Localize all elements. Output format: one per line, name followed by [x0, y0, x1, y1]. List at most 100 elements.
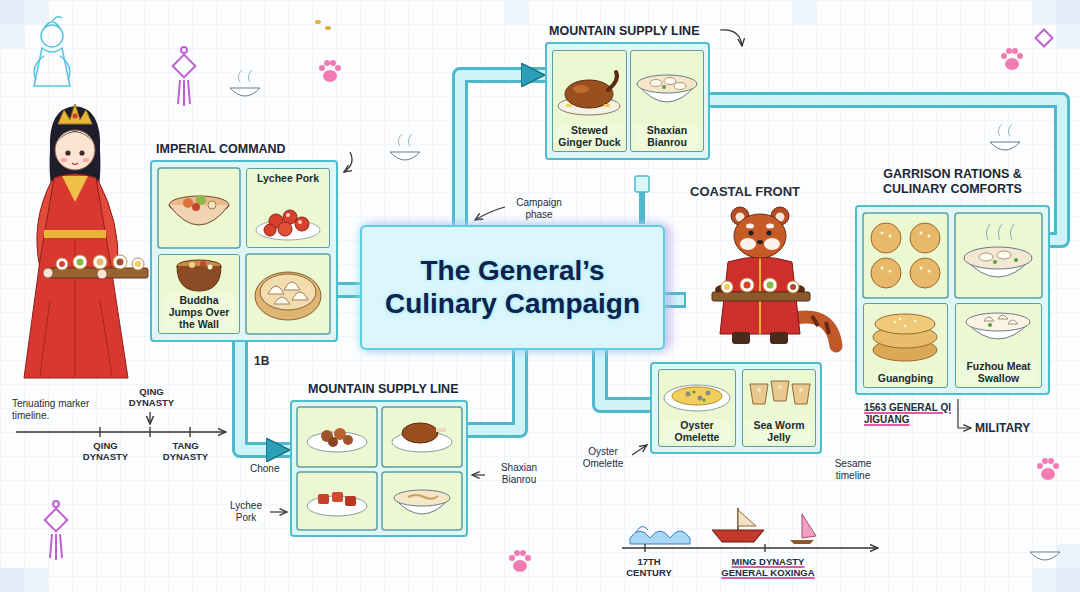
label-slot: TANG DYNASTY: [158, 440, 213, 463]
picture-cells: [382, 407, 462, 467]
food-meat-swallow: [966, 313, 1030, 339]
sketch-figure: [34, 17, 70, 86]
timeline-note: Tenuating marker timeline.: [12, 398, 112, 422]
coastal-timeline: [622, 547, 878, 548]
red-panda-figure: [732, 332, 750, 344]
food-meat-swallow: [988, 323, 992, 327]
food-soup: [964, 224, 1032, 277]
red-panda-figure: [812, 316, 829, 334]
panel-heading: MOUNTAIN SUPPLY LINE: [308, 382, 482, 397]
food-buddha-pot: [189, 262, 195, 268]
red-panda-figure: [721, 278, 799, 293]
food-ginger-duck: [573, 85, 589, 93]
panel-grounds: [650, 362, 822, 454]
food-dumplings: [255, 272, 321, 320]
era-tag: 1563 GENERAL QI JIGUANG: [864, 402, 952, 426]
food-guangbing: [899, 318, 902, 321]
food-bianrou: [664, 78, 676, 85]
pixel-squares: [1056, 568, 1080, 592]
paw-prints: [1001, 53, 1007, 59]
food-buddha-pot: [200, 261, 206, 267]
food-buns: [920, 232, 923, 235]
princess-figure: [72, 163, 78, 165]
label-slot: 1563 GENERAL QI JIGUANG: [864, 402, 952, 426]
food-ginger-duck: [566, 104, 572, 107]
princess-figure: [59, 259, 141, 268]
paw-prints: [1012, 48, 1018, 54]
princess-figure: [132, 258, 144, 270]
label-slot: QING DYNASTY: [124, 386, 179, 409]
food-guangbing: [914, 320, 917, 323]
cell-grounds: [158, 50, 1042, 447]
pixel-squares: [24, 568, 48, 592]
cell-grounds: [955, 303, 1042, 388]
food-soup: [986, 224, 1014, 240]
pipe-core: [600, 350, 650, 405]
dish-name: Sea Worm Jelly: [746, 419, 812, 443]
food-buns: [910, 258, 940, 288]
red-panda-figure: [746, 224, 754, 229]
red-panda-figure: [740, 278, 754, 292]
princess-figure: [40, 240, 112, 376]
supply-pipe: [338, 290, 360, 291]
food-sea-worm-jelly: [757, 385, 803, 392]
steaming-bowls: [398, 134, 412, 146]
dish-card: Lychee Pork: [246, 168, 330, 248]
red-panda-figure: [712, 207, 836, 346]
picture-cells: [863, 213, 948, 298]
princess-figure: [59, 261, 65, 267]
panel-grounds: [290, 400, 468, 537]
cell-grounds: [552, 50, 627, 152]
food-guangbing: [904, 325, 907, 328]
panel-grounds: [150, 42, 1050, 537]
steaming-bowls: [238, 70, 252, 82]
princess-figure: [135, 261, 141, 267]
paw-prints: [319, 60, 341, 82]
chinese-knots: [45, 509, 68, 532]
label-slot: Tenuating marker timeline.: [12, 398, 112, 422]
panel-heading: MOUNTAIN SUPPLY LINE: [549, 24, 710, 39]
food-bianrou: [650, 80, 662, 87]
supply-panel: MOUNTAIN SUPPLY LINE: [290, 400, 468, 537]
pixel-squares: [1056, 0, 1080, 24]
princess-figure: [79, 150, 84, 155]
food-buns: [871, 258, 901, 288]
leader-lines: [344, 152, 352, 172]
food-lychee-pork: [295, 217, 309, 231]
princess-figure: [77, 259, 84, 266]
pixel-squares: [1056, 24, 1080, 48]
food-lower-dishes: [408, 495, 438, 499]
dish-card: Fuzhou Meat Swallow: [955, 303, 1042, 388]
food-sea-worm-jelly: [792, 384, 810, 404]
dish-name: Guangbing: [876, 372, 935, 384]
pipe-wall: [710, 100, 1062, 240]
chinese-knots: [1036, 30, 1053, 47]
pipe-stubs: [665, 295, 684, 305]
phase-note: Campaign phase: [508, 197, 570, 221]
dish-name: Lychee Pork: [255, 172, 321, 184]
red-panda-figure: [724, 282, 796, 291]
picture-cells: [382, 472, 462, 530]
supply-pipe: [710, 100, 1062, 240]
paw-prints: [319, 65, 325, 71]
red-panda-figure: [734, 214, 786, 258]
food-dumplings: [274, 297, 290, 304]
food-soup: [964, 247, 1032, 269]
food-dumplings: [292, 292, 308, 300]
leader-lines: [270, 511, 287, 512]
picture-cells: [297, 407, 377, 467]
paw-prints: [509, 550, 531, 572]
dish-name: Stewed Ginger Duck: [556, 124, 623, 148]
red-panda-figure: [766, 224, 774, 229]
panel-heading: IMPERIAL COMMAND: [156, 142, 340, 157]
food-bianrou: [662, 85, 666, 89]
princess-figure: [44, 230, 106, 238]
paw-prints: [324, 60, 330, 66]
supply-panel: Stewed Ginger DuckShaxian BianrouMOUNTAI…: [545, 42, 710, 160]
era-tag: 17TH CENTURY: [620, 556, 678, 579]
food-lower-dishes: [328, 437, 338, 447]
food-lychee-pork: [256, 210, 320, 240]
princess-figure: [97, 269, 107, 279]
pixel-squares: [792, 0, 816, 24]
paw-prints: [509, 555, 515, 561]
